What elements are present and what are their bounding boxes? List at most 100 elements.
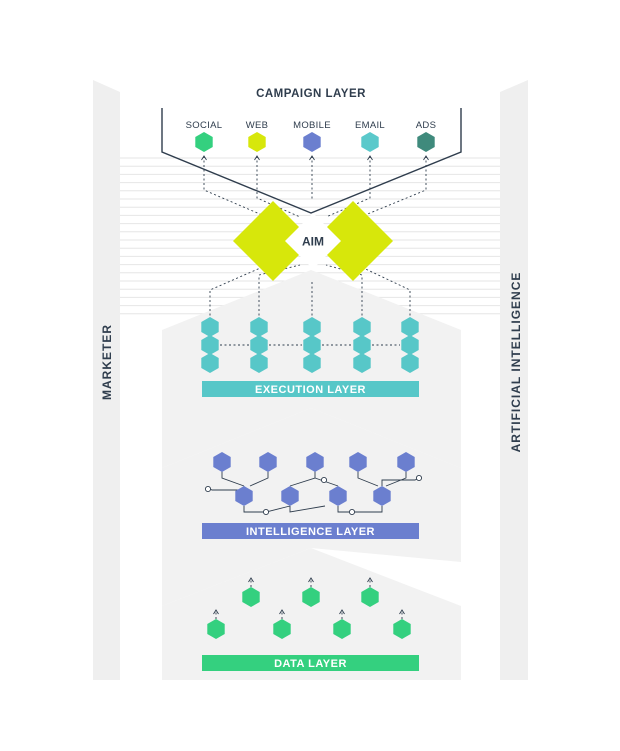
channel-label: WEB (246, 120, 269, 131)
channel-label: ADS (416, 120, 436, 131)
connector-line (209, 254, 291, 320)
data-node-icon (207, 619, 225, 639)
execution-node-icon (250, 317, 268, 337)
intelligence-node-icon (373, 486, 391, 506)
left-pillar-shape (93, 80, 120, 680)
execution-node-icon (401, 335, 419, 355)
data-layer-panel (162, 548, 461, 680)
data-node-icon (273, 619, 291, 639)
execution-node-icon (303, 335, 321, 355)
intelligence-node-icon (235, 486, 253, 506)
data-node-icon (393, 619, 411, 639)
connector-line (258, 264, 301, 320)
aim-center-diamond (285, 213, 341, 269)
intelligence-layer (204, 452, 423, 516)
execution-layer-label: EXECUTION LAYER (255, 384, 366, 396)
intelligence-node-icon (349, 452, 367, 472)
execution-node-icon (353, 317, 371, 337)
intelligence-node-dot (348, 508, 356, 516)
channel-social-icon (195, 132, 213, 152)
connector-line (335, 254, 411, 320)
intelligence-node-icon (306, 452, 324, 472)
execution-node-icon (250, 353, 268, 373)
intelligence-node-icon (329, 486, 347, 506)
execution-node-icon (250, 335, 268, 355)
aim-left-diamond (233, 201, 313, 281)
left-pillar-label: MARKETER (100, 324, 114, 400)
channel-label: MOBILE (293, 120, 331, 131)
aim-right-diamond (313, 201, 393, 281)
intelligence-node-dot (320, 476, 328, 484)
execution-node-icon (401, 353, 419, 373)
data-node-icon (302, 587, 320, 607)
execution-node-icon (353, 335, 371, 355)
right-pillar: ARTIFICIAL INTELLIGENCE (500, 80, 528, 680)
data-arrow-icon (308, 577, 314, 583)
data-arrow-icon (213, 609, 219, 615)
data-node-icon (361, 587, 379, 607)
intelligence-layer-bar-shape (202, 523, 419, 539)
execution-node-icon (303, 353, 321, 373)
execution-layer (201, 317, 419, 373)
execution-node-icon (201, 335, 219, 355)
intelligence-node-icon (213, 452, 231, 472)
channel-ads: ADS (416, 120, 436, 152)
channel-web: WEB (246, 120, 269, 152)
execution-node-icon (201, 317, 219, 337)
left-pillar: MARKETER (93, 80, 120, 680)
aim-label: AIM (302, 235, 324, 249)
data-arrow-icon (279, 609, 285, 615)
channel-label: SOCIAL (186, 120, 223, 131)
campaign-bracket (161, 108, 462, 214)
channel-mobile-icon (303, 132, 321, 152)
intelligence-link (289, 505, 326, 513)
connector-arrow (309, 155, 315, 161)
data-arrow-icon (367, 577, 373, 583)
right-pillar-shape (500, 80, 528, 680)
connector-line (256, 156, 301, 218)
right-pillar-label: ARTIFICIAL INTELLIGENCE (509, 272, 523, 453)
campaign-layer: CAMPAIGN LAYER SOCIAL WEB MOBILE EMAIL ADS (161, 88, 462, 214)
connector-arrow (201, 155, 207, 161)
data-node-icon (242, 587, 260, 607)
channel-web-icon (248, 132, 266, 152)
data-node-icon (333, 619, 351, 639)
intelligence-node-icon (259, 452, 277, 472)
intelligence-layer-panel-shape (162, 408, 461, 606)
data-arrow-icon (399, 609, 405, 615)
intelligence-node-dot (204, 485, 212, 493)
execution-node-icon (401, 317, 419, 337)
channel-label: EMAIL (355, 120, 385, 131)
data-layer-bar-shape (202, 655, 419, 671)
channel-list: SOCIAL WEB MOBILE EMAIL ADS (186, 120, 436, 152)
execution-layer-bar-shape (202, 381, 419, 397)
connector-arrow (423, 155, 429, 161)
intelligence-node-dot (262, 508, 270, 516)
execution-node-icon (303, 317, 321, 337)
data-arrow-icon (339, 609, 345, 615)
intelligence-layer-panel (162, 408, 461, 606)
aim-hub: AIM (233, 201, 393, 281)
intelligence-node-icon (281, 486, 299, 506)
campaign-layer-title: CAMPAIGN LAYER (256, 88, 366, 100)
connector-arrow (367, 155, 373, 161)
connector-arrow (254, 155, 260, 161)
data-layer-bar: DATA LAYER (202, 655, 419, 671)
channel-mobile: MOBILE (293, 120, 331, 152)
intelligence-link (337, 506, 383, 513)
execution-node-icon (201, 353, 219, 373)
channel-social: SOCIAL (186, 120, 223, 152)
data-arrow-icon (248, 577, 254, 583)
data-layer-panel-shape (162, 548, 461, 680)
intelligence-layer-bar: INTELLIGENCE LAYER (202, 523, 419, 539)
execution-layer-bar: EXECUTION LAYER (202, 381, 419, 397)
intelligence-node-dot (415, 474, 423, 482)
channel-ads-icon (417, 132, 435, 152)
intelligence-node-icon (397, 452, 415, 472)
connector-line (325, 264, 363, 320)
intelligence-layer-label: INTELLIGENCE LAYER (246, 526, 375, 538)
connector-line (325, 156, 371, 218)
channel-email: EMAIL (355, 120, 385, 152)
channel-email-icon (361, 132, 379, 152)
